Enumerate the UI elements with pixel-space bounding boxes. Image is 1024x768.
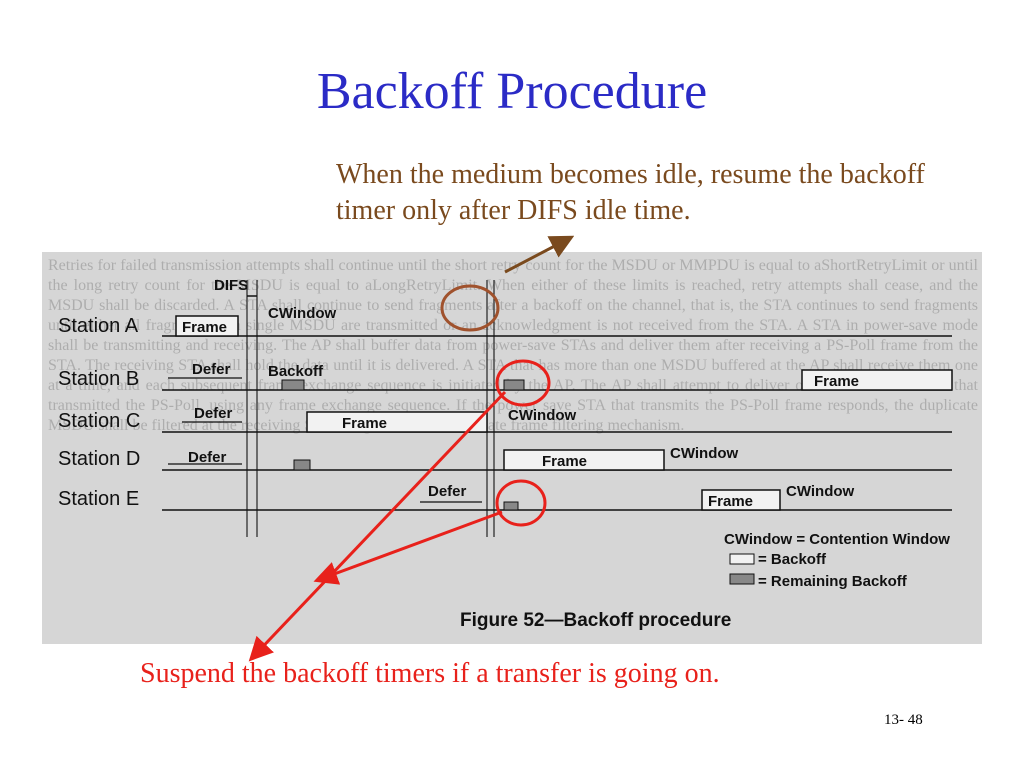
station-e-remaining-backoff — [503, 501, 519, 511]
resume-note: When the medium becomes idle, resume the… — [336, 159, 925, 226]
difs-highlight-circle — [440, 284, 500, 332]
station-d-backoff-box — [293, 459, 311, 471]
station-e-highlight-circle — [495, 479, 547, 527]
timing-diagram: DIFS Station A Station B Station C Stati… — [58, 277, 953, 631]
difs-label: DIFS — [214, 277, 248, 294]
station-d-frame — [503, 449, 665, 471]
legend-remaining-backoff: = Remaining Backoff — [758, 573, 908, 590]
station-b-label: Station B — [58, 368, 139, 390]
station-d-defer-label: Defer — [188, 449, 227, 466]
resume-arrow — [504, 235, 575, 274]
station-c-cwindow-label: CWindow — [508, 407, 577, 424]
station-d-cwindow-label: CWindow — [670, 445, 739, 462]
station-e-frame — [701, 489, 781, 511]
station-a-frame-label: Frame — [182, 319, 227, 336]
station-b-remaining-backoff — [503, 379, 525, 391]
legend-backoff-swatch — [729, 553, 755, 565]
station-e-frame-label: Frame — [708, 493, 753, 510]
station-e-label: Station E — [58, 488, 139, 510]
slide-number: 13- 48 — [884, 712, 923, 728]
station-a-label: Station A — [58, 315, 139, 337]
station-b-backoff-box — [281, 379, 305, 391]
suspend-arrow-e — [313, 510, 503, 585]
legend-contention-window: CWindow = Contention Window — [724, 531, 950, 548]
station-b-frame-label: Frame — [814, 373, 859, 390]
station-c-frame-label: Frame — [342, 415, 387, 432]
station-d-frame-label: Frame — [542, 453, 587, 470]
station-d-label: Station D — [58, 448, 140, 470]
scanned-background-text: Retries for failed transmission attempts… — [48, 257, 978, 434]
slide-title: Backoff Procedure — [316, 63, 708, 120]
station-b-highlight-circle — [495, 359, 551, 407]
station-a-cwindow-label: CWindow — [268, 305, 337, 322]
station-e-defer-label: Defer — [428, 483, 467, 500]
legend-backoff: = Backoff — [758, 551, 827, 568]
station-c-label: Station C — [58, 410, 140, 432]
backoff-figure: Retries for failed transmission attempts… — [42, 252, 982, 644]
suspend-note: Suspend the backoff timers if a transfer… — [140, 658, 720, 689]
station-b-frame — [801, 369, 953, 391]
station-c-frame — [306, 411, 488, 433]
station-c-defer-label: Defer — [194, 405, 233, 422]
station-b-backoff-label: Backoff — [268, 363, 324, 380]
suspend-arrow-b — [248, 390, 507, 662]
station-b-defer-label: Defer — [192, 361, 231, 378]
station-a-frame — [175, 315, 239, 337]
figure-caption: Figure 52—Backoff procedure — [460, 610, 731, 631]
station-e-cwindow-label: CWindow — [786, 483, 855, 500]
legend-remaining-swatch — [729, 573, 755, 585]
